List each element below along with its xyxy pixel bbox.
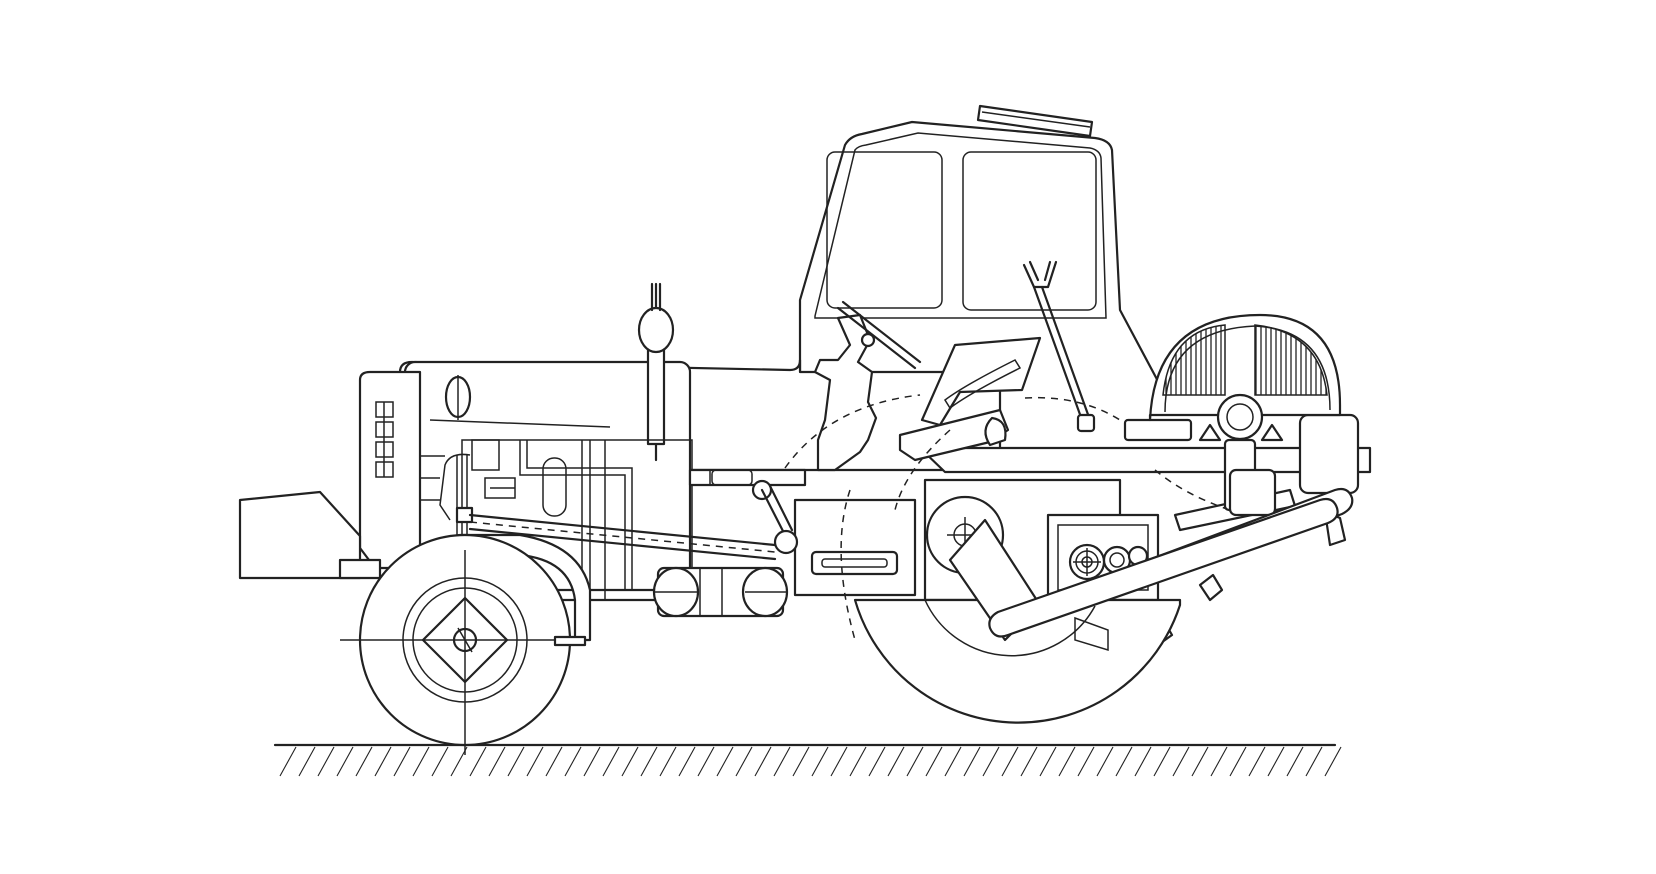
ground-hatch-mark: [1134, 746, 1152, 777]
ground-hatch-mark: [982, 746, 1000, 777]
ground-hatch-mark: [754, 746, 772, 777]
ground-hatch-mark: [1172, 746, 1190, 777]
ground-hatch-mark: [963, 746, 981, 777]
ground-hatch-mark: [1153, 746, 1171, 777]
ground-hatch-mark: [1305, 746, 1323, 777]
ground-hatch-mark: [792, 746, 810, 777]
ground-hatch-mark: [393, 746, 411, 777]
ground-hatch-mark: [944, 746, 962, 777]
front-push-bar: [238, 490, 362, 580]
swing-arcs: [784, 394, 1231, 641]
ground-hatch-mark: [621, 746, 639, 777]
front-wheel: [340, 533, 592, 755]
ground-hatch-mark: [1058, 746, 1076, 777]
ground-hatch-mark: [678, 746, 696, 777]
cab-window-left: [826, 151, 943, 309]
exhaust-stack: [637, 282, 675, 462]
grille-slots: [375, 401, 394, 478]
ground-hatch-mark: [1210, 746, 1228, 777]
ground-hatch-mark: [849, 746, 867, 777]
ground-hatch-mark: [735, 746, 753, 777]
ground-hatch-mark: [336, 746, 354, 777]
ground-hatch-mark: [1324, 746, 1342, 777]
ground-hatch-mark: [298, 746, 316, 777]
roller-drum: [853, 495, 1339, 724]
fuel-tank: [652, 566, 789, 618]
rear-drum-assembly: [1148, 313, 1342, 517]
ground-hatch-mark: [1039, 746, 1057, 777]
ground-hatch-mark: [431, 746, 449, 777]
ground-hatch-mark: [925, 746, 943, 777]
ground-hatch-mark: [830, 746, 848, 777]
control-lever: [1022, 260, 1096, 433]
cab: [798, 104, 1162, 387]
ground-hatch-mark: [602, 746, 620, 777]
ground-hatch-mark: [1267, 746, 1285, 777]
ground-hatch-mark: [1077, 746, 1095, 777]
ground-hatch-mark: [640, 746, 658, 777]
ground-hatch-mark: [1286, 746, 1304, 777]
ground-hatch-mark: [374, 746, 392, 777]
steering-column: [813, 300, 922, 472]
ground-hatch-mark: [526, 746, 544, 777]
ground-hatch-mark: [811, 746, 829, 777]
steering-wheel: [836, 306, 917, 370]
ground-hatch-mark: [868, 746, 886, 777]
ground-line: [273, 743, 1342, 777]
ground-hatch-mark: [545, 746, 563, 777]
gear-lever: [751, 479, 799, 555]
ground-hatch-mark: [773, 746, 791, 777]
ground-hatch-mark: [1096, 746, 1114, 777]
ground-hatch-mark: [279, 746, 297, 777]
ground-hatch-mark: [1020, 746, 1038, 777]
ground-hatch-mark: [317, 746, 335, 777]
frame-slot: [810, 550, 899, 576]
ground-hatch-mark: [412, 746, 430, 777]
ground-hatch-mark: [1229, 746, 1247, 777]
ground-hatch-mark: [697, 746, 715, 777]
ground-hatch-mark: [507, 746, 525, 777]
ground-hatch-mark: [1248, 746, 1266, 777]
ground-hatching: [279, 746, 1342, 777]
ground-hatch-mark: [355, 746, 373, 777]
ground-hatch-mark: [659, 746, 677, 777]
ground-hatch-mark: [887, 746, 905, 777]
cab-window-right: [962, 151, 1097, 311]
operator-seat: [898, 336, 1042, 462]
ground-hatch-mark: [583, 746, 601, 777]
ground-hatch-mark: [564, 746, 582, 777]
ground-hatch-mark: [469, 746, 487, 777]
ground-hatch-mark: [716, 746, 734, 777]
ground-hatch-mark: [1115, 746, 1133, 777]
ground-hatch-mark: [1191, 746, 1209, 777]
ground-hatch-mark: [1001, 746, 1019, 777]
ground-hatch-mark: [906, 746, 924, 777]
ground-hatch-mark: [488, 746, 506, 777]
roof-beacon: [976, 104, 1094, 138]
